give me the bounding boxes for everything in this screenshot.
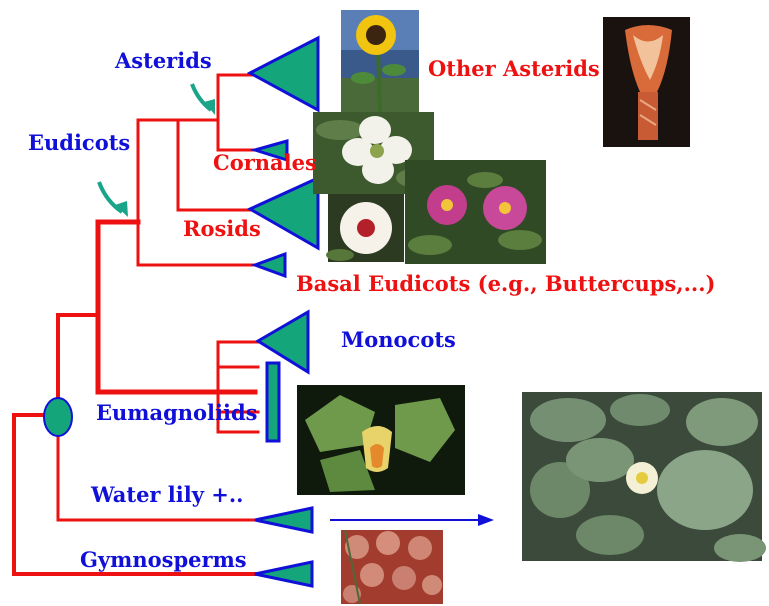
label-cornales: Cornales [213,150,317,175]
triangle-other-asterids [250,38,318,110]
triangle-basal-eudicots [255,254,285,276]
label-water-lily: Water lily +.. [90,482,243,507]
label-gymnosperms: Gymnosperms [80,547,247,572]
sunflower-photo [341,10,419,114]
conifer-cone-photo [341,530,443,604]
photos [297,10,766,604]
tulip-tree-photo [297,385,465,495]
hibiscus-photo [326,194,404,262]
branch-angiosperm-stem [58,315,98,405]
wild-rose-photo [405,160,546,264]
branch-core-eudicots [138,120,178,222]
label-eudicots: Eudicots [28,130,130,155]
label-basal-eudicots: Basal Eudicots (e.g., Buttercups,...) [296,271,715,296]
root-node [44,398,72,436]
label-rosids: Rosids [183,216,261,241]
clade-triangles [250,38,318,586]
water-lily-photo [522,392,766,562]
asterid-flower-photo [603,17,690,147]
label-monocots: Monocots [341,327,456,352]
label-asterids: Asterids [114,48,212,73]
bar-eumagnoliids [267,363,279,441]
branch-asterids-split [218,75,255,150]
triangle-gymnosperms [255,562,312,586]
label-other-asterids: Other Asterids [428,56,600,81]
triangle-water-lily [255,508,312,532]
water-lily-arrow-head [478,514,494,526]
label-eumagnoliids: Eumagnoliids [96,400,258,425]
